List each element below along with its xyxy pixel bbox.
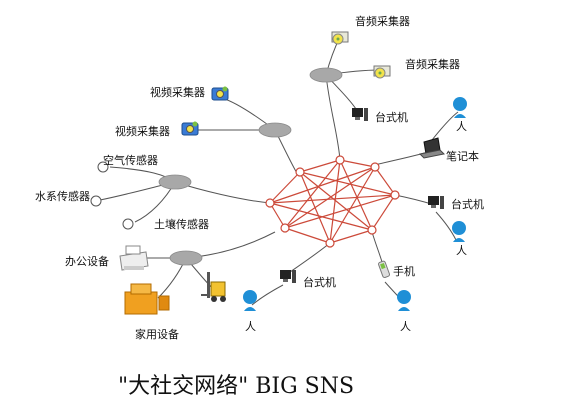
label-video-collector-1: 视频采集器: [150, 85, 205, 99]
person-icon: [453, 97, 467, 118]
hubs: [158, 67, 343, 266]
mesh-node: [390, 190, 400, 200]
hub-sensor: [158, 174, 192, 190]
mesh-node: [335, 155, 345, 165]
line-desktop3-to-person4: [251, 284, 284, 306]
hub-office: [169, 250, 203, 266]
label-office-equipment: 办公设备: [65, 254, 109, 268]
mesh-node: [295, 167, 305, 177]
label-person-3: 人: [245, 320, 256, 333]
mobile-phone-icon: [378, 260, 390, 278]
water-sensor-icon: [90, 195, 102, 207]
hub-audio: [309, 67, 343, 83]
mesh-node: [367, 225, 377, 235]
desktop-computer-icon: [280, 270, 296, 283]
hub-video: [258, 122, 292, 138]
label-water-sensor: 水系传感器: [35, 190, 90, 203]
diagram-title: "大社交网络" BIG SNS: [118, 374, 354, 399]
soil-sensor-icon: [122, 218, 134, 230]
label-audio-collector-2: 音频采集器: [405, 57, 460, 71]
central-mesh-network: [269, 159, 396, 244]
printer-icon: [119, 245, 149, 271]
desktop-computer-icon: [428, 196, 444, 209]
line-laptop-to-person1: [431, 111, 459, 141]
line-desktop2-to-person2: [435, 211, 457, 241]
audio-collector-icon: [331, 31, 349, 45]
laptop-icon: [418, 137, 446, 159]
line-mesh-to-phone: [371, 231, 383, 263]
label-home-appliance: 家用设备: [135, 327, 179, 341]
mesh-node: [265, 198, 275, 208]
desktop-computer-icon: [352, 108, 368, 121]
video-camera-icon: [211, 86, 229, 101]
label-laptop: 笔记本: [446, 149, 479, 163]
label-desktop-2: 台式机: [451, 197, 484, 211]
label-phone: 手机: [393, 264, 415, 278]
mesh-node: [370, 162, 380, 172]
label-audio-collector-1: 音频采集器: [355, 14, 410, 28]
person-icon: [243, 290, 257, 311]
home-appliance-icon: [124, 283, 170, 315]
label-person-2: 人: [456, 244, 467, 257]
line-mesh-to-desktop3: [289, 242, 331, 273]
label-person-1: 人: [456, 120, 467, 133]
person-icon: [452, 221, 466, 242]
label-air-sensor: 空气传感器: [103, 153, 158, 167]
video-camera-icon: [181, 121, 199, 136]
label-video-collector-2: 视频采集器: [115, 124, 170, 138]
person-icon: [397, 290, 411, 311]
mesh-node: [325, 238, 335, 248]
audio-collector-icon: [373, 65, 391, 79]
mesh-node: [280, 223, 290, 233]
mesh-nodes: [265, 155, 400, 248]
label-desktop-3: 台式机: [303, 275, 336, 289]
forklift-icon: [201, 272, 226, 302]
label-person-4: 人: [400, 320, 411, 333]
label-desktop-1: 台式机: [375, 110, 408, 124]
label-soil-sensor: 土壤传感器: [154, 217, 209, 231]
air-sensor-icon: [97, 161, 109, 173]
line-hub-top-to-mesh: [325, 74, 341, 161]
